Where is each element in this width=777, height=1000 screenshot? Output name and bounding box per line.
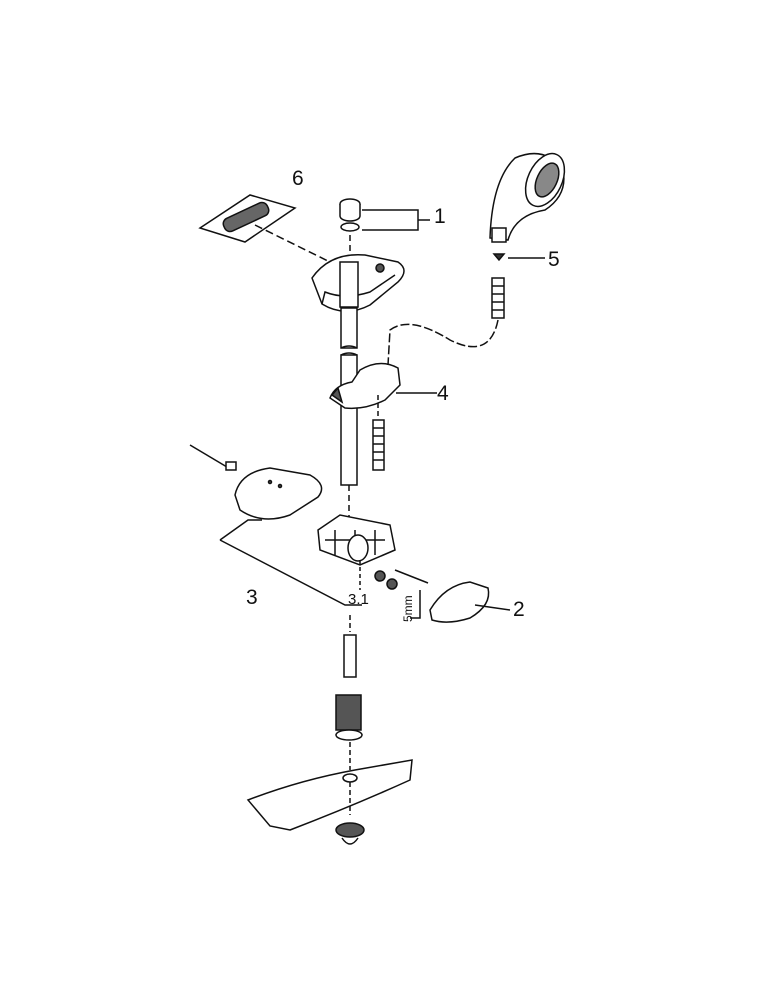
- wall-fixing: [335, 615, 363, 741]
- hex-key-5mm: [410, 590, 421, 619]
- top-wall-bracket: [311, 253, 405, 312]
- tool-label-5mm: 5mm: [401, 595, 415, 622]
- callout-1: 1: [434, 205, 446, 228]
- shower-hose: [387, 319, 499, 366]
- callout-2: 2: [513, 598, 525, 621]
- callout-4: 4: [437, 382, 449, 405]
- part-2-cover: [429, 581, 511, 623]
- callout-3-1: 3.1: [348, 591, 369, 608]
- part-4-slider: [329, 362, 437, 471]
- part-1-cap: [339, 198, 430, 255]
- callout-5: 5: [548, 248, 560, 271]
- base-plate: [246, 742, 413, 845]
- slide-rail: [340, 307, 358, 520]
- part-5-hand-shower: [489, 152, 566, 319]
- part-3-lower-bracket: [189, 444, 429, 606]
- part-6-cover: [198, 194, 331, 263]
- callout-6: 6: [292, 167, 304, 190]
- callout-3: 3: [246, 586, 258, 609]
